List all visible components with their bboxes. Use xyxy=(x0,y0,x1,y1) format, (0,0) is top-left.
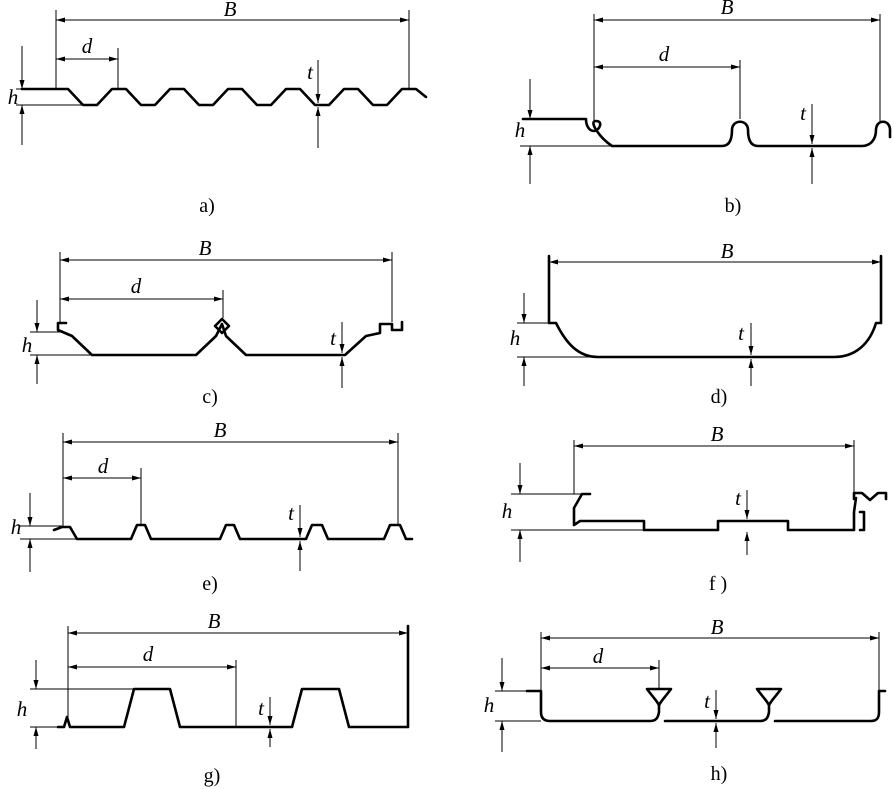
profile-b xyxy=(521,117,892,148)
panel-d: B h t d) xyxy=(510,239,883,408)
panel-g: B d h t g) xyxy=(17,609,410,787)
dimension-lines-b xyxy=(520,14,881,184)
dimension-lines-a xyxy=(16,10,410,148)
dim-label-t-e: t xyxy=(288,501,295,525)
dim-label-d-h: d xyxy=(593,644,604,668)
profile-a xyxy=(20,87,428,107)
profile-c xyxy=(56,320,404,357)
dim-label-h-a: h xyxy=(8,85,19,109)
profile-d xyxy=(547,254,883,359)
dim-label-t-a: t xyxy=(307,60,314,84)
dim-label-b-c: B xyxy=(199,236,212,260)
ridge-connector-c xyxy=(213,317,231,335)
caption-g: g) xyxy=(204,765,221,787)
panel-f: B h t f ) xyxy=(502,422,888,595)
dim-label-t-f: t xyxy=(735,486,742,510)
dim-label-h-h: h xyxy=(484,693,495,717)
caption-f: f ) xyxy=(709,573,727,595)
dim-label-b-h: B xyxy=(711,615,724,639)
panel-a: B d h t a) xyxy=(8,0,428,217)
dim-label-d-e: d xyxy=(98,454,109,478)
panel-h: B d h t h) xyxy=(484,615,887,785)
side-lip-f xyxy=(858,510,866,532)
dim-label-d-g: d xyxy=(143,642,154,666)
dim-label-t-g: t xyxy=(258,696,265,720)
dim-label-d-a: d xyxy=(82,34,93,58)
dim-label-h-g: h xyxy=(17,697,28,721)
dim-label-h-d: h xyxy=(510,326,521,350)
dim-label-h-c: h xyxy=(22,333,33,357)
dim-label-h-b: h xyxy=(515,118,526,142)
caption-d: d) xyxy=(711,386,728,408)
dimension-lines-d xyxy=(517,259,881,386)
profile-e xyxy=(52,523,414,541)
dimension-lines-g xyxy=(30,626,408,749)
dim-label-b-e: B xyxy=(214,418,227,442)
dim-label-d-c: d xyxy=(131,274,142,298)
caption-h: h) xyxy=(711,763,728,785)
dim-label-t-h: t xyxy=(704,689,711,713)
dim-label-b-b: B xyxy=(721,0,734,19)
dim-label-d-b: d xyxy=(659,42,670,66)
dimension-lines-c xyxy=(30,252,393,388)
dim-label-t-b: t xyxy=(800,101,807,125)
dim-label-t-d: t xyxy=(738,321,745,345)
profile-g xyxy=(56,624,410,729)
caption-a: a) xyxy=(199,195,215,217)
side-hook-f xyxy=(852,491,888,502)
profile-h xyxy=(525,687,887,723)
panel-b: B d h t b) xyxy=(515,0,892,217)
dim-label-h-f: h xyxy=(502,499,513,523)
dim-label-b-a: B xyxy=(224,0,237,21)
dim-label-b-g: B xyxy=(208,609,221,633)
dimension-lines-e xyxy=(20,433,399,572)
caption-b: b) xyxy=(725,195,742,217)
profile-f xyxy=(572,492,858,532)
caption-c: c) xyxy=(202,386,218,408)
dimension-lines-h xyxy=(495,632,880,752)
dim-label-t-c: t xyxy=(330,326,337,350)
dim-label-b-f: B xyxy=(711,422,724,446)
caption-e: e) xyxy=(202,573,218,595)
panel-c: B d h t c) xyxy=(22,236,404,408)
dim-label-b-d: B xyxy=(721,239,734,263)
dimension-lines-f xyxy=(511,440,855,562)
panel-e: B d h t e) xyxy=(11,418,414,595)
dim-label-h-e: h xyxy=(11,515,22,539)
